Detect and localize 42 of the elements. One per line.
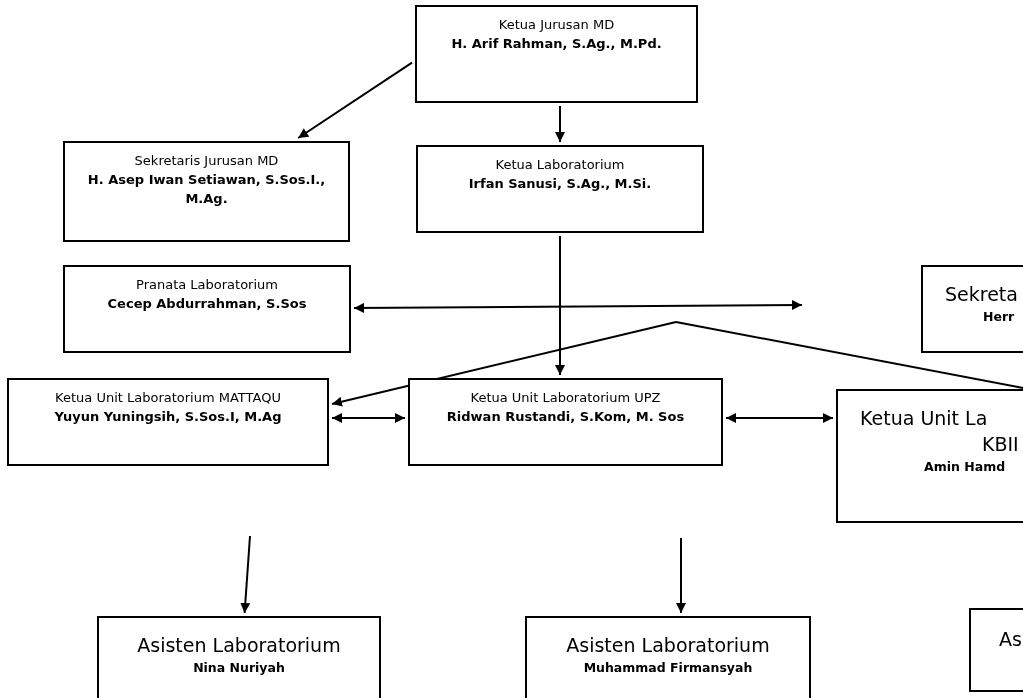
arrow [555, 105, 565, 143]
position-box [63, 141, 350, 242]
position-title: Ketua Jurusan MD [497, 16, 616, 34]
arrow [331, 413, 406, 423]
person-name: Yuyun Yuningsih, S.Sos.I, M.Ag [53, 408, 283, 426]
arrow [353, 300, 803, 313]
person-name: Amin Hamd [923, 458, 1007, 476]
position-box [97, 616, 381, 698]
person-name: H. Asep Iwan Setiawan, S.Sos.I., M.Ag. [86, 171, 327, 208]
position-title: Pranata Laboratorium [135, 276, 279, 294]
position-box [969, 608, 1023, 692]
arrow [676, 537, 686, 614]
position-title: KBII [981, 432, 1020, 457]
position-title: Sekretaris Jurusan MD [133, 152, 280, 170]
position-box [921, 265, 1023, 353]
position-box [836, 389, 1023, 523]
position-box [63, 265, 351, 353]
position-box [416, 145, 704, 233]
position-title: Ketua Laboratorium [494, 156, 626, 174]
person-name: Ridwan Rustandi, S.Kom, M. Sos [445, 408, 686, 426]
position-box [415, 5, 698, 103]
person-name: Muhammad Firmansyah [582, 659, 754, 677]
person-name: Herr [982, 308, 1016, 326]
position-title: Ketua Unit Laboratorium UPZ [469, 389, 662, 407]
position-title: As [998, 627, 1023, 652]
position-title: Ketua Unit Laboratorium MATTAQU [54, 389, 282, 407]
arrow [297, 61, 413, 139]
position-title: Sekreta [944, 282, 1019, 307]
arrow [555, 235, 565, 376]
position-box [7, 378, 329, 466]
arrow [331, 321, 677, 407]
person-name: Nina Nuriyah [192, 659, 286, 677]
arrow [725, 413, 834, 423]
person-name: Cecep Abdurrahman, S.Sos [106, 295, 308, 313]
arrow [240, 535, 251, 614]
position-title: Asisten Laboratorium [136, 633, 342, 658]
person-name: H. Arif Rahman, S.Ag., M.Pd. [450, 35, 663, 53]
person-name: Irfan Sanusi, S.Ag., M.Si. [467, 175, 653, 193]
position-title: Asisten Laboratorium [565, 633, 771, 658]
position-box [525, 616, 811, 698]
position-title: Ketua Unit La [859, 406, 989, 431]
position-box [408, 378, 723, 466]
